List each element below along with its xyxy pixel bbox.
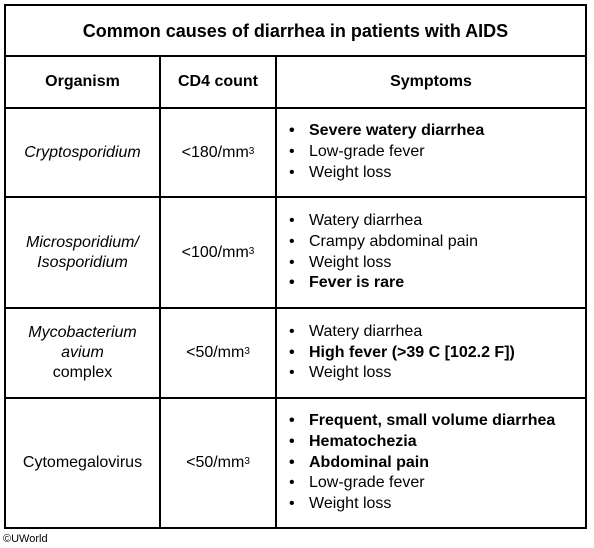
symptom-item: • Fever is rare <box>287 273 478 294</box>
copyright-notice: ©UWorld <box>3 533 48 545</box>
symptom-text: Hematochezia <box>309 432 417 450</box>
bullet-icon: • <box>289 253 295 271</box>
symptom-text: Weight loss <box>309 495 392 513</box>
organism-cell: Mycobacterium avium complex <box>6 309 161 399</box>
organism-name-line: Microsporidium/ <box>26 233 139 251</box>
symptom-item: • High fever (>39 C [102.2 F]) <box>287 343 515 364</box>
symptom-item: • Weight loss <box>287 363 515 384</box>
cd4-value: <180/mm <box>181 143 249 161</box>
symptom-item: • Frequent, small volume diarrhea <box>287 411 555 432</box>
bullet-icon: • <box>289 432 295 450</box>
table-title: Common causes of diarrhea in patients wi… <box>6 6 585 57</box>
symptoms-cell: • Watery diarrhea • Crampy abdominal pain • W… <box>277 198 585 309</box>
header-symptoms: Symptoms <box>277 57 585 109</box>
symptom-text: Abdominal pain <box>309 453 429 471</box>
symptom-list: • Watery diarrhea • Crampy abdominal pain • W… <box>287 211 478 294</box>
cd4-value: <100/mm <box>181 243 249 261</box>
bullet-icon: • <box>289 322 295 340</box>
bullet-icon: • <box>289 232 295 250</box>
organism-name-line: complex <box>52 364 113 381</box>
symptom-text: Low-grade fever <box>309 474 425 492</box>
symptom-text: Weight loss <box>309 364 392 382</box>
organism-name-line: avium <box>61 344 104 361</box>
symptoms-cell: •Severe watery diarrhea•Low-grade fever•… <box>277 109 585 198</box>
bullet-icon: • <box>289 274 295 292</box>
bullet-icon: • <box>289 143 295 161</box>
symptom-item: • Abdominal pain <box>287 453 555 474</box>
symptom-item: • Severe watery diarrhea <box>287 121 484 142</box>
symptom-text: High fever (>39 C [102.2 F]) <box>309 343 515 361</box>
symptom-list: • Watery diarrhea • High fever (>39 C [102.… <box>287 322 515 384</box>
symptom-item: • Low-grade fever <box>287 473 555 494</box>
diarrhea-causes-table: Common causes of diarrhea in patients wi… <box>4 4 587 529</box>
symptom-item: • Watery diarrhea <box>287 211 478 232</box>
bullet-icon: • <box>289 212 295 230</box>
organism-name-line: Cryptosporidium <box>24 143 141 161</box>
cd4-value: <50/mm <box>186 454 245 471</box>
symptom-text: Weight loss <box>309 253 392 271</box>
organism-name-line: Isosporidium <box>37 253 128 271</box>
symptom-text: Watery diarrhea <box>309 212 423 230</box>
symptom-list: • Frequent, small volume diarrhea • Hematoc… <box>287 411 555 515</box>
bullet-icon: • <box>289 495 295 513</box>
symptom-list: •Severe watery diarrhea•Low-grade fever•… <box>287 121 484 183</box>
symptom-text: Frequent, small volume diarrhea <box>309 412 556 430</box>
bullet-icon: • <box>289 163 295 181</box>
organism-cell: Microsporidium/Isosporidium <box>6 198 161 309</box>
bullet-icon: • <box>289 412 295 430</box>
symptom-text: Fever is rare <box>309 274 405 292</box>
symptom-text: Low-grade fever <box>309 143 425 161</box>
header-organism: Organism <box>6 57 161 109</box>
organism-cell: Cytomegalovirus <box>6 399 161 527</box>
symptoms-cell: • Frequent, small volume diarrhea • Hematoc… <box>277 399 585 527</box>
symptom-item: • Watery diarrhea <box>287 322 515 343</box>
symptom-item: • Weight loss <box>287 494 555 515</box>
symptom-item: • Low-grade fever <box>287 142 484 163</box>
organism-name-line: Mycobacterium <box>28 324 137 341</box>
symptom-item: • Weight loss <box>287 253 478 274</box>
symptom-item: • Hematochezia <box>287 432 555 453</box>
symptom-item: • Crampy abdominal pain <box>287 232 478 253</box>
bullet-icon: • <box>289 453 295 471</box>
bullet-icon: • <box>289 122 295 140</box>
organism-name-line: Cytomegalovirus <box>22 454 143 471</box>
organism-cell: Cryptosporidium <box>6 109 161 198</box>
header-cd4-count: CD4 count <box>161 57 277 109</box>
symptom-item: • Weight loss <box>287 163 484 184</box>
bullet-icon: • <box>289 364 295 382</box>
bullet-icon: • <box>289 474 295 492</box>
symptoms-cell: • Watery diarrhea • High fever (>39 C [102.… <box>277 309 585 399</box>
cd4-value: <50/mm <box>186 344 245 361</box>
symptom-text: Weight loss <box>309 163 392 181</box>
symptom-text: Crampy abdominal pain <box>309 232 478 250</box>
symptom-text: Severe watery diarrhea <box>309 122 485 140</box>
symptom-text: Watery diarrhea <box>309 322 423 340</box>
bullet-icon: • <box>289 343 295 361</box>
